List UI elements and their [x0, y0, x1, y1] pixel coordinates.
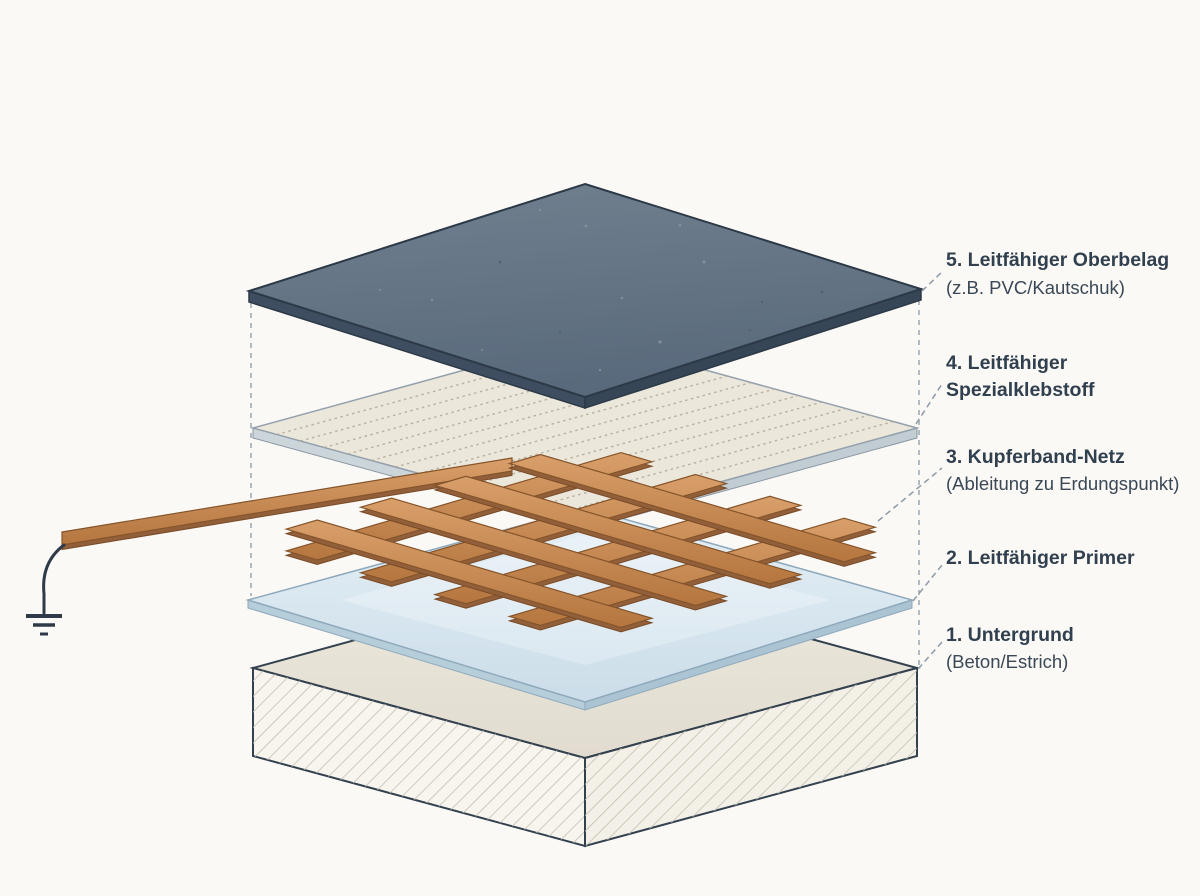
surface-speckle	[748, 328, 752, 332]
surface-speckle	[678, 223, 682, 227]
surface-speckle	[558, 330, 562, 334]
surface-speckle	[598, 368, 602, 372]
surface-speckle	[584, 224, 588, 228]
label-1-line2: (Beton/Estrich)	[946, 651, 1068, 672]
label-5-line1: 5. Leitfähiger Oberbelag	[946, 249, 1169, 271]
leader-layer-1	[917, 641, 943, 670]
surface-speckle	[538, 208, 542, 212]
label-5-line2: (z.B. PVC/Kautschuk)	[946, 277, 1125, 298]
legend-item-3: 3. Kupferband-Netz (Ableitung zu Erdungs…	[946, 446, 1179, 494]
surface-speckle	[498, 260, 502, 264]
surface-speckle	[658, 340, 662, 344]
slab-speckles	[378, 208, 824, 372]
surface-speckle	[702, 260, 706, 264]
label-4-line2: Spezialklebstoff	[946, 379, 1095, 401]
label-2-line1: 2. Leitfähiger Primer	[946, 547, 1135, 569]
surface-speckle	[820, 290, 824, 294]
copper-strip	[358, 497, 729, 607]
label-3-line2: (Ableitung zu Erdungspunkt)	[946, 473, 1179, 494]
legend-item-4: 4. Leitfähiger Spezialklebstoff	[946, 352, 1095, 401]
surface-speckle	[480, 348, 484, 352]
legend: 5. Leitfähiger Oberbelag (z.B. PVC/Kauts…	[946, 249, 1179, 672]
layer-5-oberbelag	[245, 182, 925, 410]
leader-layer-2	[912, 564, 943, 602]
leader-layer-3	[877, 467, 943, 522]
substrate-left-face-hatch	[253, 668, 585, 846]
leader-layer-4	[915, 383, 943, 425]
leader-lines	[877, 271, 943, 670]
legend-item-5: 5. Leitfähiger Oberbelag (z.B. PVC/Kauts…	[946, 249, 1169, 298]
leader-layer-5	[921, 271, 943, 292]
surface-speckle	[430, 298, 434, 302]
copper-strip	[284, 519, 655, 629]
surface-speckle	[620, 296, 624, 300]
copper-strip	[432, 475, 803, 585]
ground-connection	[26, 457, 513, 636]
layer-3-kupferband-netz	[284, 451, 878, 633]
copper-strip	[507, 453, 878, 563]
earth-ground-icon	[26, 614, 62, 636]
surface-speckle	[760, 300, 764, 304]
slab-top-face	[245, 182, 925, 399]
ground-wire	[42, 543, 66, 615]
label-4-line1: 4. Leitfähiger	[946, 352, 1068, 374]
label-3-line1: 3. Kupferband-Netz	[946, 446, 1125, 468]
substrate-right-face-hatch	[585, 668, 917, 846]
surface-speckle	[378, 288, 382, 292]
copper-ground-strip	[61, 457, 513, 546]
label-1-line1: 1. Untergrund	[946, 624, 1074, 646]
legend-item-2: 2. Leitfähiger Primer	[946, 547, 1135, 569]
legend-item-1: 1. Untergrund (Beton/Estrich)	[946, 624, 1074, 672]
